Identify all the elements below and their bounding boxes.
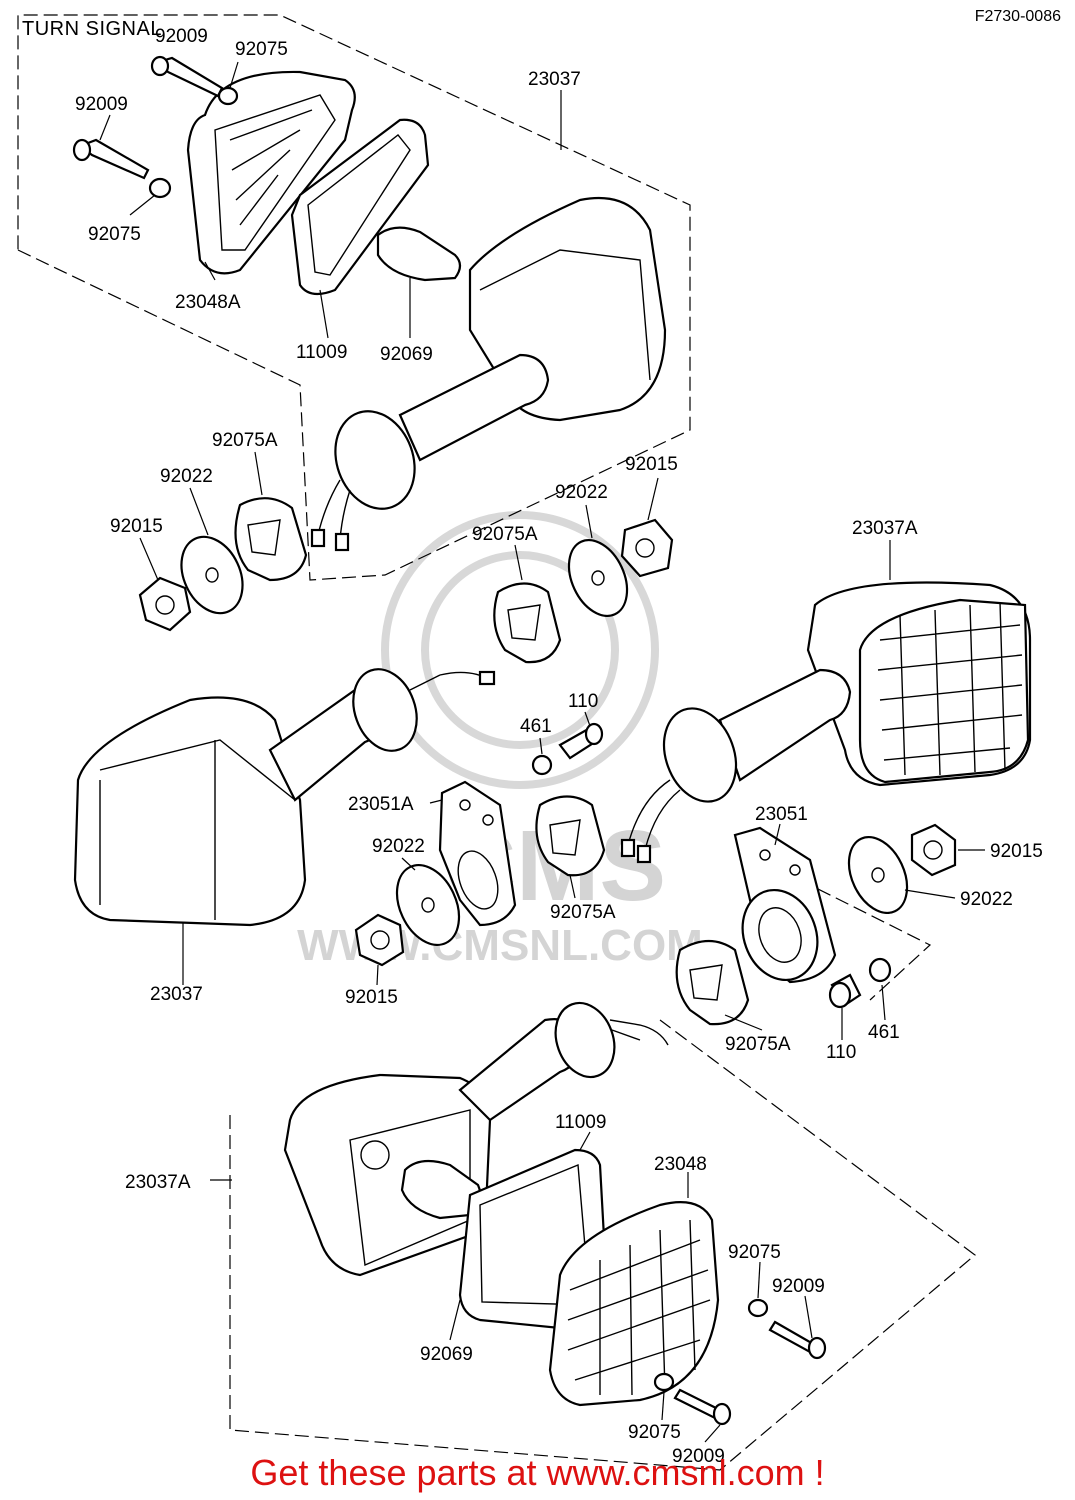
housing-23037-left	[73, 696, 307, 927]
turn-signal-left	[73, 668, 496, 927]
label-461-center: 461	[520, 716, 552, 737]
wire-terminal	[478, 670, 496, 686]
label-92009-top: 92009	[155, 26, 208, 47]
label-92075A-center: 92075A	[550, 902, 616, 923]
stem-right	[718, 668, 852, 782]
bracket-23051A-group	[354, 722, 606, 967]
stem-base-bottom	[554, 1001, 616, 1079]
label-23048: 23048	[654, 1154, 707, 1175]
washer-92075	[148, 177, 172, 199]
assembly-outlines	[17, 14, 976, 1471]
label-92069-bottom: 92069	[420, 1344, 473, 1365]
grommet-92075A	[234, 497, 308, 582]
bolt-head	[828, 981, 852, 1009]
stem-base-top	[334, 410, 416, 510]
label-92075A-right: 92075A	[725, 1034, 791, 1055]
lens-23048A	[186, 70, 356, 275]
label-92009-mid: 92009	[75, 94, 128, 115]
nut-92015	[354, 913, 405, 967]
wire-terminal	[636, 844, 652, 864]
diagram-code: F2730-0086	[974, 8, 1061, 25]
lens-grid-right	[858, 598, 1030, 784]
label-110-right: 110	[826, 1042, 856, 1063]
part-number-labels: 92009 92075 23037 92009 92075 23048A 110…	[75, 26, 1043, 1467]
nut-92015	[910, 823, 957, 877]
screw-head	[807, 1336, 827, 1360]
label-92022-right: 92022	[960, 889, 1013, 910]
grommet-92075A	[535, 795, 606, 877]
washer-92022	[567, 539, 629, 617]
bracket-23051-group	[675, 823, 957, 1026]
label-461-right: 461	[868, 1022, 900, 1043]
mounting-stack-center	[493, 518, 674, 664]
turn-signal-bottom	[283, 1001, 720, 1407]
washer-92022	[395, 864, 461, 946]
turn-signal-right	[620, 581, 1032, 864]
label-92015-left: 92015	[345, 987, 398, 1008]
stem-top	[398, 353, 550, 462]
label-92069-top: 92069	[380, 344, 433, 365]
washer-461	[531, 754, 553, 776]
label-110-center: 110	[568, 691, 598, 712]
label-92075-mid: 92075	[88, 224, 141, 245]
nut-92015	[138, 576, 192, 632]
hardware-top-left	[72, 55, 239, 199]
label-92075-top: 92075	[235, 39, 288, 60]
grommet-92075A	[675, 939, 750, 1026]
leader-lines	[99, 61, 985, 1443]
diagram-title: TURN SIGNAL	[22, 18, 162, 40]
washer-92075	[747, 1298, 769, 1318]
label-92075-bottom: 92075	[628, 1422, 681, 1443]
bracket-23051A	[438, 780, 517, 927]
stem-base-left	[352, 668, 418, 752]
collar	[741, 888, 819, 982]
washer-461	[868, 957, 892, 983]
washer-92075	[653, 1372, 675, 1392]
label-92075A-top-center: 92075A	[472, 524, 538, 545]
label-92022-left: 92022	[372, 836, 425, 857]
mounting-stack-top	[138, 497, 308, 632]
label-23037-top: 23037	[528, 69, 581, 90]
label-92015-top-left: 92015	[110, 516, 163, 537]
label-11009-bottom: 11009	[555, 1112, 606, 1133]
nut-92015	[620, 518, 674, 578]
screw-head	[712, 1402, 732, 1426]
label-92015-top-center: 92015	[625, 454, 678, 475]
screw-head	[72, 138, 92, 162]
wire-terminal	[620, 838, 636, 858]
label-92075-bottom-right: 92075	[728, 1242, 781, 1263]
label-92015-right: 92015	[990, 841, 1043, 862]
label-23037A-bottom: 23037A	[125, 1172, 191, 1193]
label-92009-bottom-right: 92009	[772, 1276, 825, 1297]
gasket-11009-top	[290, 118, 430, 296]
wire-terminal	[334, 532, 350, 552]
label-23037-left: 23037	[150, 984, 203, 1005]
label-23048A: 23048A	[175, 292, 241, 313]
turn-signal-top	[186, 70, 667, 552]
washer-92022	[180, 535, 244, 615]
footer-link-text[interactable]: Get these parts at www.cmsnl.com !	[250, 1452, 825, 1493]
lens-23048	[548, 1201, 720, 1407]
stem-base-right	[662, 707, 738, 803]
hardware-bottom-right	[653, 1298, 827, 1426]
label-23051: 23051	[755, 804, 808, 825]
label-23037A-right: 23037A	[852, 518, 918, 539]
screw-head	[150, 55, 170, 77]
label-11009-top: 11009	[296, 342, 347, 363]
grommet-92075A	[493, 582, 562, 664]
label-23051A: 23051A	[348, 794, 414, 815]
label-92009-bottom: 92009	[672, 1446, 725, 1467]
bolt-head	[584, 722, 604, 746]
bulb-92069-top	[376, 226, 462, 282]
washer-92022	[847, 836, 909, 914]
label-92075A-top: 92075A	[212, 430, 278, 451]
wire-terminal	[310, 528, 326, 548]
washer-92075	[217, 86, 239, 106]
label-92022-top-center: 92022	[555, 482, 608, 503]
label-92022-top: 92022	[160, 466, 213, 487]
